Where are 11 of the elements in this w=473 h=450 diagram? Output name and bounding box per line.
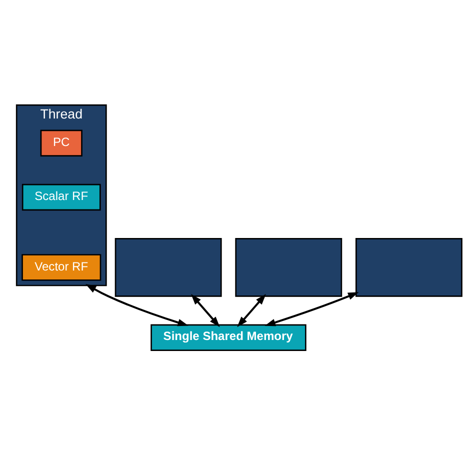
arrow	[264, 292, 359, 326]
node-box	[114, 238, 222, 297]
arrow	[86, 284, 188, 326]
node-box: Scalar RF	[22, 184, 101, 211]
node-box	[235, 238, 342, 297]
arrow	[237, 294, 266, 328]
node-box	[355, 238, 462, 297]
node-box: PC	[40, 130, 82, 156]
node-box: Single Shared Memory	[150, 324, 306, 351]
node-box: Vector RF	[22, 254, 102, 281]
arrow	[190, 294, 220, 328]
